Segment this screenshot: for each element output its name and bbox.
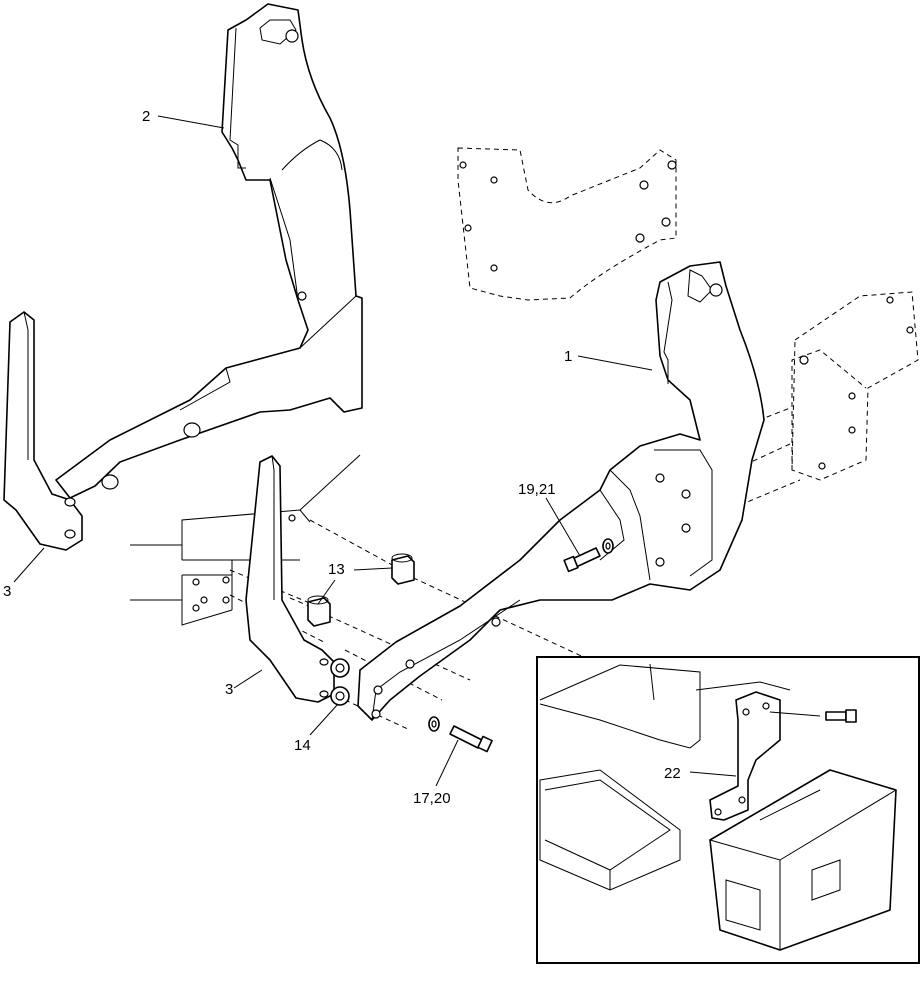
phantom-frame-upper — [457, 147, 677, 301]
bolt-17-20 — [428, 716, 493, 753]
inset-detail — [536, 656, 920, 964]
callout-3-mid: 3 — [225, 681, 233, 698]
callout-17-20: 17,20 — [413, 790, 451, 807]
callout-1: 1 — [564, 348, 572, 365]
phantom-rails-lower — [130, 454, 361, 626]
part-3-mid-plate — [245, 455, 335, 703]
bushing-14 — [330, 658, 350, 706]
part-2-left-bracket — [55, 3, 363, 499]
spacer-13-lower — [307, 595, 331, 627]
callout-19-21: 19,21 — [518, 481, 556, 498]
part-3-left-plate — [3, 311, 83, 551]
bolt-19-21 — [563, 538, 614, 573]
callout-14: 14 — [294, 737, 311, 754]
spacer-13-upper — [391, 553, 415, 585]
callout-13: 13 — [328, 561, 345, 578]
leader-lines — [13, 115, 737, 787]
callout-22: 22 — [664, 765, 681, 782]
callout-2: 2 — [142, 108, 150, 125]
callout-3-left: 3 — [3, 583, 11, 600]
phantom-frame-right — [791, 291, 919, 481]
part-1-right-bracket — [357, 261, 765, 721]
